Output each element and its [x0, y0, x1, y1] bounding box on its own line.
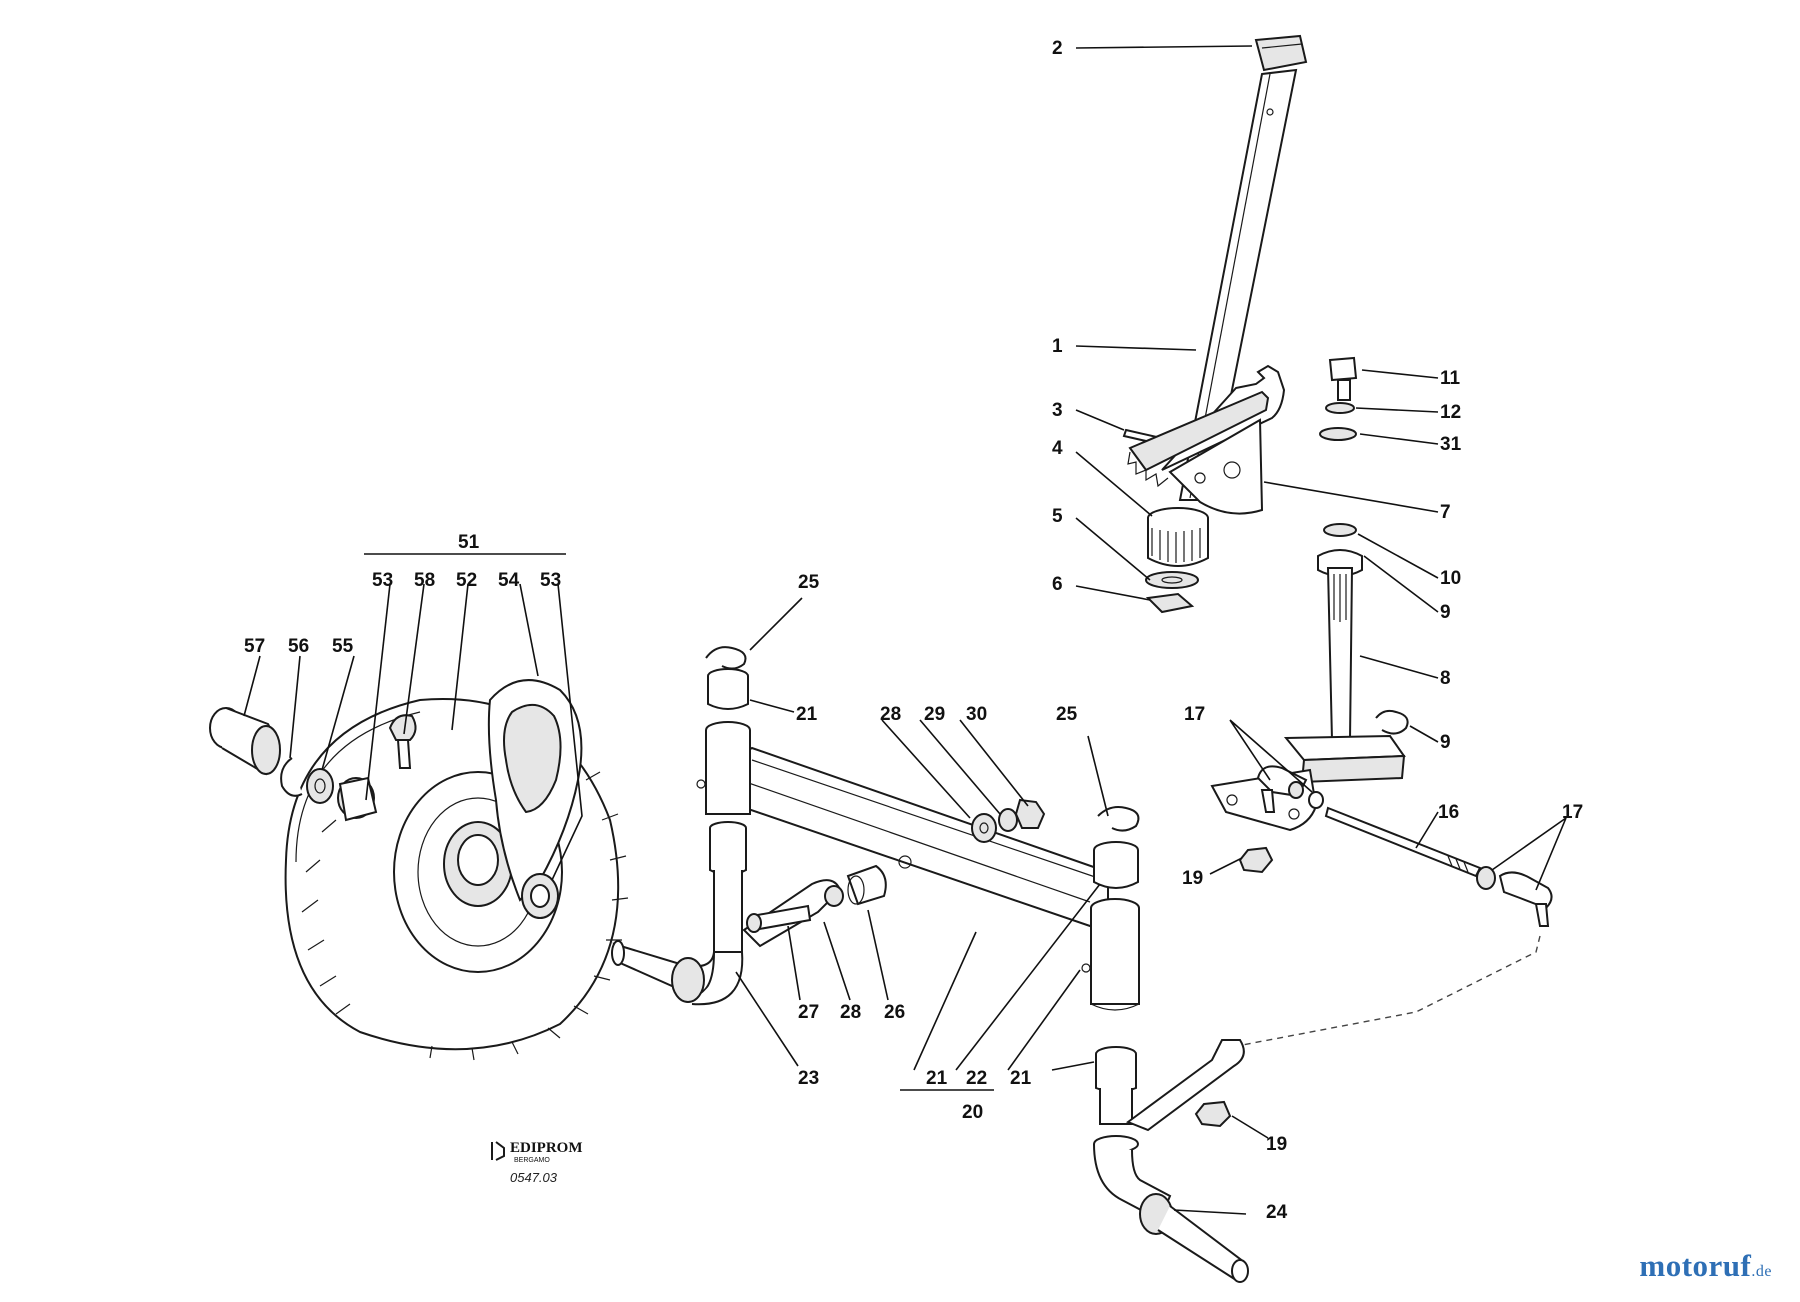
label-19-upper: 19	[1182, 868, 1203, 889]
washers-nuts	[971, 798, 1046, 843]
left-spindle	[611, 821, 747, 1006]
label-8: 8	[1440, 668, 1451, 689]
label-16: 16	[1438, 802, 1459, 823]
label-7: 7	[1440, 502, 1451, 523]
publisher-logo: EDIPROM BERGAMO 0547.03	[491, 1140, 583, 1185]
label-28-lower: 28	[840, 1002, 861, 1023]
label-17-right: 17	[1562, 802, 1583, 823]
diagram-code: 0547.03	[510, 1170, 558, 1185]
label-53-right: 53	[540, 570, 561, 591]
steering-shaft-lower	[1283, 549, 1409, 784]
label-12: 12	[1440, 402, 1461, 423]
label-23: 23	[798, 1068, 819, 1089]
label-57: 57	[244, 636, 265, 657]
label-30: 30	[966, 704, 987, 725]
drag-link-parts	[742, 864, 887, 948]
label-31: 31	[1440, 434, 1462, 455]
sector-gear	[1127, 356, 1358, 537]
logo-sub: BERGAMO	[514, 1157, 550, 1164]
label-3: 3	[1052, 400, 1063, 421]
watermark-brand: motoruf	[1639, 1248, 1752, 1283]
front-axle	[696, 721, 1140, 1011]
watermark: motoruf.de	[1639, 1248, 1772, 1284]
label-9-lower: 9	[1440, 732, 1451, 753]
label-10: 10	[1440, 568, 1461, 589]
label-56: 56	[288, 636, 309, 657]
label-25-left: 25	[798, 572, 820, 593]
label-52: 52	[456, 570, 477, 591]
steering-arm	[1210, 765, 1553, 927]
right-spindle	[1093, 1039, 1249, 1283]
wheel-assembly	[209, 679, 629, 1061]
label-6: 6	[1052, 574, 1063, 595]
label-53-left: 53	[372, 570, 393, 591]
label-54: 54	[498, 570, 520, 591]
label-9-upper: 9	[1440, 602, 1451, 623]
label-21-bottom-a: 21	[926, 1068, 948, 1089]
leader-lines	[243, 45, 1567, 1215]
linkage-dash	[1215, 935, 1541, 1051]
label-51: 51	[458, 532, 480, 553]
label-5: 5	[1052, 506, 1063, 527]
label-21-left: 21	[796, 704, 818, 725]
label-1: 1	[1052, 336, 1063, 357]
label-17-left: 17	[1184, 704, 1205, 725]
label-58: 58	[414, 570, 435, 591]
label-26: 26	[884, 1002, 905, 1023]
label-2: 2	[1052, 38, 1063, 59]
label-29: 29	[924, 704, 945, 725]
bushings	[705, 646, 1140, 889]
pinion-gear	[1145, 507, 1209, 614]
label-4: 4	[1052, 438, 1063, 459]
label-24: 24	[1266, 1202, 1288, 1223]
label-21-bottom-b: 21	[1010, 1068, 1032, 1089]
label-22: 22	[966, 1068, 987, 1089]
watermark-tld: .de	[1751, 1263, 1772, 1280]
label-20: 20	[962, 1102, 983, 1123]
label-11: 11	[1440, 368, 1461, 389]
label-28-upper: 28	[880, 704, 901, 725]
part-labels: 2 1 3 4 5 6 11 12 31 7 10 9 8 9 16 17 17…	[244, 38, 1583, 1223]
label-27: 27	[798, 1002, 819, 1023]
label-19-lower: 19	[1266, 1134, 1287, 1155]
label-55: 55	[332, 636, 354, 657]
label-25-right: 25	[1056, 704, 1078, 725]
logo-name: EDIPROM	[510, 1140, 583, 1156]
